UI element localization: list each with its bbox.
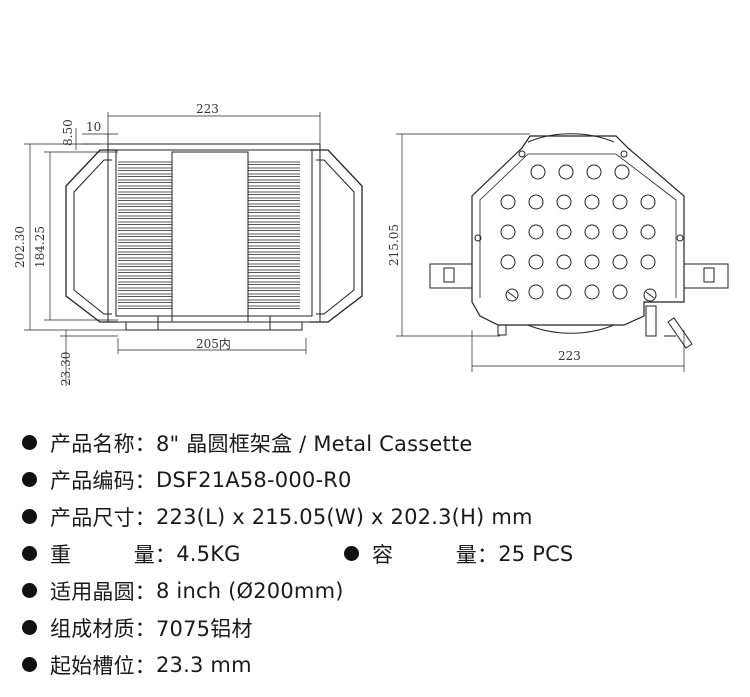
panel-hole [500, 254, 516, 270]
bullet-icon [22, 657, 37, 672]
panel-hole [530, 164, 546, 180]
side-panel-holes [474, 150, 684, 300]
spec-label-colon: ： [155, 542, 177, 567]
spec-value: 8" 晶圆框架盒 / Metal Cassette [156, 431, 473, 456]
panel-hole [584, 194, 600, 210]
panel-hole [584, 284, 600, 300]
dim-top-offset: 8.50 [61, 119, 75, 146]
bullet-icon [344, 546, 359, 561]
panel-rivet [676, 234, 684, 242]
panel-hole [614, 164, 630, 180]
dim-inner-height: 184.25 [33, 226, 47, 268]
spec-row-weight-capacity: 重 量： 4.5KG 容 量： 25 PCS [22, 535, 742, 572]
panel-hole [640, 224, 656, 240]
spec-label: 产品名称： [50, 431, 156, 456]
spec-value: 8 inch (Ø200mm) [156, 578, 344, 603]
bullet-icon [22, 583, 37, 598]
spec-label-capacity: 容 量 [372, 542, 477, 567]
spec-value-capacity: 25 PCS [498, 541, 574, 566]
technical-drawing: 223 8.50 10 202.30 184.25 205内 23.30 [13, 102, 729, 386]
bullet-icon [22, 509, 37, 524]
spec-label: 组成材质： [50, 616, 156, 641]
spec-list: 产品名称： 8" 晶圆框架盒 / Metal Cassette 产品编码： DS… [22, 424, 742, 683]
spec-row-code: 产品编码： DSF21A58-000-R0 [22, 461, 742, 498]
bullet-icon [22, 435, 37, 450]
spec-value: 7075铝材 [156, 616, 253, 641]
panel-rivet [620, 150, 628, 158]
spec-label-weight: 重 量 [50, 542, 155, 567]
dim-top-width: 223 [196, 102, 219, 116]
side-view [396, 133, 729, 372]
spec-label: 产品尺寸： [50, 505, 156, 530]
panel-hole [584, 224, 600, 240]
spec-value: 223(L) x 215.05(W) x 202.3(H) mm [156, 504, 533, 529]
panel-hole [586, 164, 602, 180]
spec-row-name: 产品名称： 8" 晶圆框架盒 / Metal Cassette [22, 424, 742, 461]
panel-hole [556, 254, 572, 270]
panel-hole [500, 194, 516, 210]
panel-hole [584, 254, 600, 270]
bullet-icon [22, 472, 37, 487]
panel-hole [612, 194, 628, 210]
dim-bottom-offset: 23.30 [59, 352, 73, 386]
spec-row-slot: 起始槽位： 23.3 mm [22, 646, 742, 683]
spec-label-colon: ： [477, 542, 499, 567]
panel-hole [640, 194, 656, 210]
panel-hole [640, 254, 656, 270]
front-view [24, 112, 363, 386]
panel-hole [528, 284, 544, 300]
panel-hole [556, 284, 572, 300]
spec-value: 23.3 mm [156, 652, 252, 677]
spec-value-weight: 4.5KG [176, 541, 241, 566]
dim-left-gap: 10 [86, 120, 101, 134]
dim-overall-height: 202.30 [13, 226, 27, 268]
slot-fins-right [248, 161, 300, 309]
panel-hole [528, 194, 544, 210]
side-view-dimension-labels: 215.05 223 [387, 224, 581, 363]
panel-hole [528, 254, 544, 270]
panel-hole [612, 224, 628, 240]
front-view-dimension-labels: 223 8.50 10 202.30 184.25 205内 23.30 [13, 102, 231, 386]
panel-rivet [518, 150, 526, 158]
spec-row-material: 组成材质： 7075铝材 [22, 609, 742, 646]
bullet-icon [22, 546, 37, 561]
panel-hole [612, 284, 628, 300]
panel-rivet [474, 234, 482, 242]
dim-side-width: 223 [558, 349, 581, 363]
panel-hole [556, 194, 572, 210]
dim-bottom-inner-width: 205内 [196, 337, 231, 351]
dim-side-height: 215.05 [387, 224, 401, 266]
spec-capacity: 容 量： 25 PCS [344, 535, 573, 572]
slot-fins-left [118, 161, 172, 309]
bullet-icon [22, 620, 37, 635]
panel-hole [558, 164, 574, 180]
panel-hole [500, 224, 516, 240]
panel-hole [528, 224, 544, 240]
spec-label: 产品编码： [50, 468, 156, 493]
panel-hole [556, 224, 572, 240]
spec-label: 适用晶圆： [50, 579, 156, 604]
spec-label: 起始槽位： [50, 653, 156, 678]
panel-hole [612, 254, 628, 270]
spec-row-size: 产品尺寸： 223(L) x 215.05(W) x 202.3(H) mm [22, 498, 742, 535]
spec-row-wafer: 适用晶圆： 8 inch (Ø200mm) [22, 572, 742, 609]
spec-value: DSF21A58-000-R0 [156, 467, 352, 492]
